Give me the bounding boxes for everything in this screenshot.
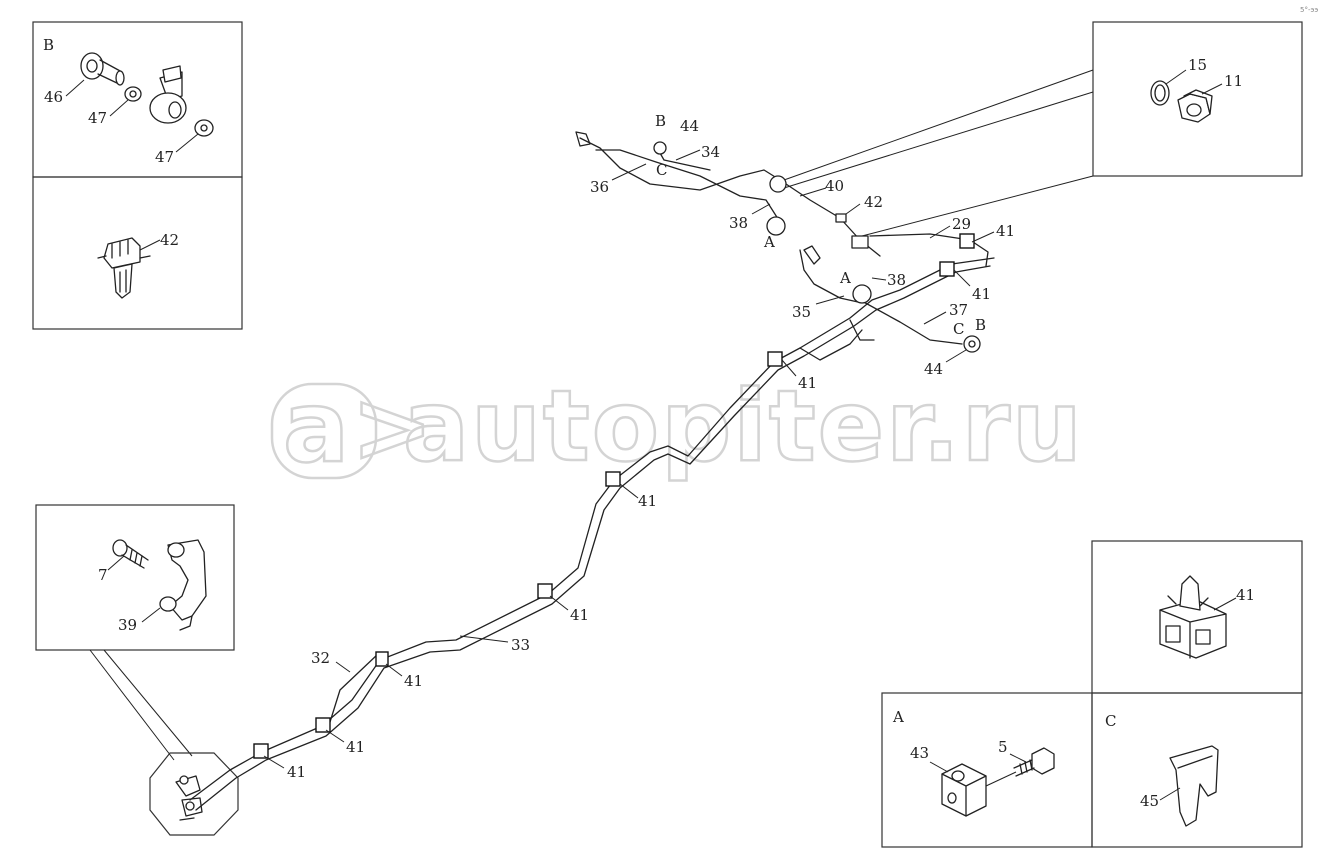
inset-b-letter: B [43,36,54,54]
label-44-mid: 44 [924,360,943,378]
label-11: 11 [1224,72,1243,90]
label-40: 40 [825,177,844,195]
clip-45-part [1169,745,1219,827]
brake-pipe-assembly [189,131,995,811]
label-37: 37 [949,301,968,319]
label-5: 5 [998,738,1008,756]
washer-47a-part [124,86,142,102]
main-leaders [263,149,995,769]
watermark-text: autopiter.ru [403,370,1084,484]
corner-code: 5°-ээ [1300,6,1318,14]
label-41-g: 41 [346,738,365,756]
inset-a-letter: A [892,708,904,726]
bolt-5-part [1013,747,1055,777]
banjo-fitting-part [149,65,187,124]
watermark-logo-frame [270,382,378,480]
label-44-top: 44 [680,117,699,135]
label-36: 36 [590,178,609,196]
inset-clip-41: 41 [1091,540,1303,694]
label-41-inset: 41 [1236,586,1255,604]
nut-11-part [1177,89,1213,123]
clip-42-part [97,237,151,299]
label-41-d: 41 [638,492,657,510]
label-41-f: 41 [404,672,423,690]
o-ring-15-part [1150,80,1170,106]
label-41-top: 41 [996,222,1015,240]
label-29: 29 [952,215,971,233]
label-b-top: B [655,112,666,130]
inset-bracket: 7 39 [35,504,235,761]
bolt-46-part [80,52,125,86]
label-41-e: 41 [570,606,589,624]
label-46: 46 [44,88,63,106]
inset-clip-42: 42 [32,176,243,330]
label-32: 32 [311,649,330,667]
label-43: 43 [910,744,929,762]
label-c-top: C [656,161,667,179]
label-41-mid: 41 [972,285,991,303]
clip-41-part [1159,575,1227,659]
label-41-c: 41 [798,374,817,392]
label-38-mid: 38 [887,271,906,289]
main-labels: 44 B C 34 36 40 42 38 A 29 41 A 38 41 35… [287,112,1015,781]
octagon-detail [149,752,239,836]
label-47b: 47 [155,148,174,166]
label-41-h: 41 [287,763,306,781]
inset-a: A 43 5 [881,692,1093,848]
label-c-mid: C [953,320,964,338]
label-47a: 47 [88,109,107,127]
label-38-top: 38 [729,214,748,232]
label-42-inset: 42 [160,231,179,249]
bracket-39-part [159,539,207,631]
label-a-mid: A [839,269,851,287]
label-45: 45 [1140,792,1159,810]
label-42: 42 [864,193,883,211]
inset-nut: 15 11 [783,21,1303,237]
label-15: 15 [1188,56,1207,74]
inset-c: C 45 [1091,692,1303,848]
label-34: 34 [701,143,720,161]
block-43-part [941,763,987,817]
label-33: 33 [511,636,530,654]
label-7: 7 [98,566,108,584]
inset-c-letter: C [1105,712,1116,730]
watermark-logo: a> [283,371,435,485]
washer-47b-part [194,119,214,137]
label-39: 39 [118,616,137,634]
bolt-7-part [112,539,149,569]
label-35: 35 [792,303,811,321]
label-a-top: A [763,233,775,251]
watermark: a> autopiter.ru [270,369,1084,486]
inset-b: B 46 47 47 [32,21,243,178]
label-b-mid: B [975,316,986,334]
